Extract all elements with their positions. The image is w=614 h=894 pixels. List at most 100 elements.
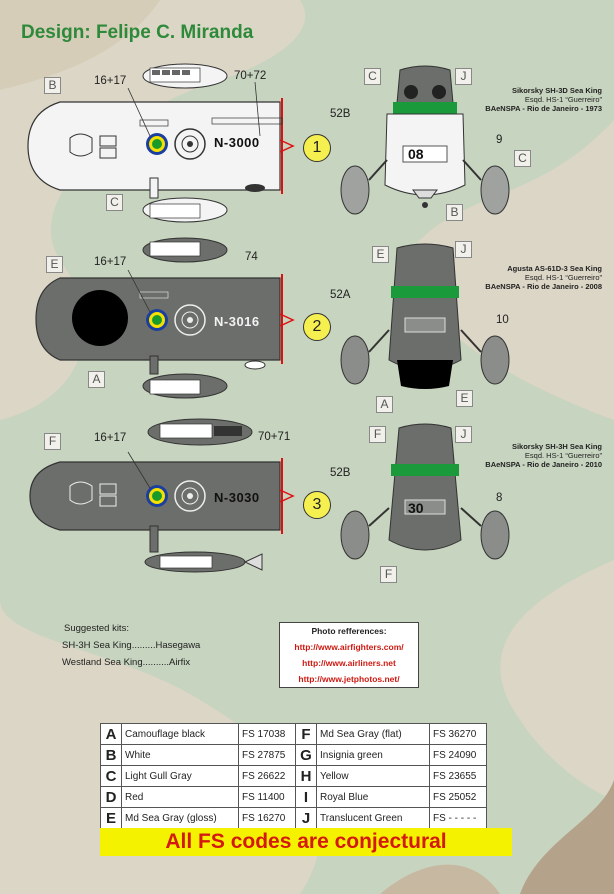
legend-color-name: White <box>121 744 239 766</box>
photo-refs-heading: Photo refferences: <box>311 626 387 636</box>
front-view-2 <box>340 243 510 389</box>
legend-fs-code: FS 27875 <box>238 744 296 766</box>
decal-callout: 16+17 <box>94 432 127 444</box>
legend-fs-code: FS 16270 <box>238 807 296 829</box>
decal-callout: 70+72 <box>234 70 267 82</box>
paint-tag: C <box>106 194 123 211</box>
profile-number-badge: 2 <box>303 313 331 341</box>
nose-code: 30 <box>408 500 424 516</box>
legend-row: B White FS 27875 G Insignia green FS 240… <box>100 744 487 766</box>
legend-letter: G <box>295 744 317 766</box>
aircraft-info: Sikorsky SH-3H Sea King Esqd. HS-1 “Guer… <box>460 442 602 469</box>
front-view-3 <box>340 423 510 560</box>
profile-number-badge: 1 <box>303 134 331 162</box>
front-views <box>340 65 510 560</box>
legend-color-name: Yellow <box>316 765 430 787</box>
legend-fs-code: FS 23655 <box>429 765 487 787</box>
legend-color-name: Red <box>121 786 239 808</box>
nose-code: 08 <box>408 146 424 162</box>
paint-tag: A <box>88 371 105 388</box>
squadron: Esqd. HS-1 “Guerreiro” <box>524 95 602 104</box>
legend-color-name: Translucent Green <box>316 807 430 829</box>
legend-letter: H <box>295 765 317 787</box>
paint-legend-table: A Camouflage black FS 17038 F Md Sea Gra… <box>100 723 487 829</box>
front-view-1 <box>340 65 510 215</box>
aircraft-info: Agusta AS-61D-3 Sea King Esqd. HS-1 “Gue… <box>460 264 602 291</box>
decal-callout: 16+17 <box>94 256 127 268</box>
paint-tag: C <box>364 68 381 85</box>
squadron: Esqd. HS-1 “Guerreiro” <box>524 273 602 282</box>
paint-tag: B <box>44 77 61 94</box>
legend-fs-code: FS 26622 <box>238 765 296 787</box>
side-profiles <box>27 63 295 573</box>
legend-row: E Md Sea Gray (gloss) FS 16270 J Translu… <box>100 807 487 829</box>
legend-row: A Camouflage black FS 17038 F Md Sea Gra… <box>100 723 487 745</box>
paint-tag: A <box>376 396 393 413</box>
profile-3-top-view <box>29 418 295 573</box>
legend-color-name: Md Sea Gray (gloss) <box>121 807 239 829</box>
legend-color-name: Md Sea Gray (flat) <box>316 723 430 745</box>
legend-letter: B <box>100 744 122 766</box>
page-title: Design: Felipe C. Miranda <box>21 22 254 43</box>
legend-letter: F <box>295 723 317 745</box>
legend-fs-code: FS 24090 <box>429 744 487 766</box>
legend-row: C Light Gull Gray FS 26622 H Yellow FS 2… <box>100 765 487 787</box>
paint-tag: F <box>369 426 386 443</box>
reference-link[interactable]: http://www.jetphotos.net/ <box>298 674 400 684</box>
aircraft-type: Sikorsky SH-3D Sea King <box>511 86 602 95</box>
decal-callout: 70+71 <box>258 431 291 443</box>
kit-item: SH-3H Sea King.........Hasegawa <box>62 640 201 651</box>
paint-tag: J <box>455 426 472 443</box>
decal-callout: 52B <box>330 108 351 120</box>
base-year: BAeNSPA - Rio de Janeiro - 2010 <box>485 460 602 469</box>
legend-color-name: Camouflage black <box>121 723 239 745</box>
legend-row: D Red FS 11400 I Royal Blue FS 25052 <box>100 786 487 808</box>
kit-item: Westland Sea King..........Airfix <box>62 657 191 668</box>
paint-tag: J <box>455 241 472 258</box>
kits-heading: Suggested kits: <box>64 623 129 634</box>
profile-number-badge: 3 <box>303 491 331 519</box>
squadron: Esqd. HS-1 “Guerreiro” <box>524 451 602 460</box>
suggested-kits: Suggested kits: SH-3H Sea King.........H… <box>62 620 200 671</box>
legend-letter: J <box>295 807 317 829</box>
legend-letter: C <box>100 765 122 787</box>
legend-color-name: Insignia green <box>316 744 430 766</box>
photo-references: Photo refferences: http://www.airfighter… <box>279 622 419 688</box>
paint-tag: E <box>46 256 63 273</box>
paint-tag: F <box>380 566 397 583</box>
legend-fs-code: FS 11400 <box>238 786 296 808</box>
decal-callout: 74 <box>245 251 258 263</box>
legend-letter: E <box>100 807 122 829</box>
legend-fs-code: FS 25052 <box>429 786 487 808</box>
paint-tag: J <box>455 68 472 85</box>
paint-tag: E <box>456 390 473 407</box>
paint-tag: C <box>514 150 531 167</box>
paint-tag: B <box>446 204 463 221</box>
decal-callout: 8 <box>496 492 503 504</box>
reference-link[interactable]: http://www.airliners.net <box>302 658 396 668</box>
decal-callout: 10 <box>496 314 509 326</box>
decal-callout: 9 <box>496 134 503 146</box>
decal-callout: 16+17 <box>94 75 127 87</box>
serial-number: N-3000 <box>214 135 260 150</box>
legend-color-name: Light Gull Gray <box>121 765 239 787</box>
aircraft-type: Sikorsky SH-3H Sea King <box>511 442 602 451</box>
legend-letter: I <box>295 786 317 808</box>
legend-fs-code: FS - - - - - <box>429 807 487 829</box>
legend-letter: A <box>100 723 122 745</box>
base-year: BAeNSPA - Rio de Janeiro - 1973 <box>485 104 602 113</box>
serial-number: N-3016 <box>214 314 260 329</box>
base-year: BAeNSPA - Rio de Janeiro - 2008 <box>485 282 602 291</box>
conjectural-warning: All FS codes are conjectural <box>100 828 512 856</box>
legend-fs-code: FS 17038 <box>238 723 296 745</box>
decal-callout: 52B <box>330 467 351 479</box>
paint-tag: E <box>372 246 389 263</box>
legend-letter: D <box>100 786 122 808</box>
aircraft-info: Sikorsky SH-3D Sea King Esqd. HS-1 “Guer… <box>460 86 602 113</box>
reference-link[interactable]: http://www.airfighters.com/ <box>294 642 404 652</box>
decal-callout: 52A <box>330 289 351 301</box>
paint-tag: F <box>44 433 61 450</box>
serial-number: N-3030 <box>214 490 260 505</box>
profile-2-top-view <box>35 237 295 399</box>
profile-1-top-view <box>27 63 295 223</box>
